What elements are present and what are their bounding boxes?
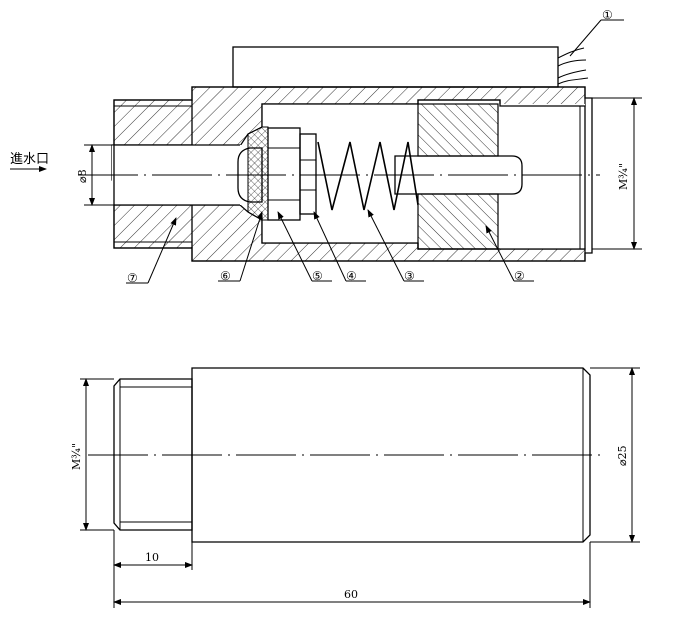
solenoid-coil bbox=[232, 46, 559, 88]
plunger-core bbox=[417, 103, 499, 157]
valve-head bbox=[237, 147, 263, 203]
thread-dim-right: M¾" bbox=[617, 163, 630, 190]
inlet-label: 進水口 bbox=[10, 152, 49, 167]
callout-1: ① bbox=[569, 8, 624, 57]
total-length-dim: 60 bbox=[344, 588, 358, 601]
seal-rubber bbox=[247, 126, 269, 221]
callout-5: ⑤ bbox=[277, 211, 332, 283]
bore-diameter-dim: ⌀8 bbox=[76, 169, 89, 183]
thread-dim-left: M¾" bbox=[70, 443, 83, 470]
plunger-stem bbox=[394, 155, 523, 195]
nut bbox=[299, 133, 317, 215]
elevation-view: M¾" ⌀25 10 60 bbox=[70, 367, 640, 608]
svg-text:⑦: ⑦ bbox=[127, 271, 138, 285]
svg-text:④: ④ bbox=[346, 269, 357, 283]
callout-6: ⑥ bbox=[218, 211, 263, 283]
svg-text:⑤: ⑤ bbox=[312, 269, 323, 283]
lead-wires bbox=[557, 47, 589, 85]
threaded-end bbox=[113, 378, 193, 531]
callout-7: ⑦ bbox=[126, 217, 177, 285]
spring bbox=[317, 141, 419, 211]
thread-length-dim: 10 bbox=[145, 551, 159, 564]
diameter-dim: ⌀25 bbox=[616, 445, 629, 466]
callout-3: ③ bbox=[367, 209, 424, 283]
callout-4: ④ bbox=[313, 211, 366, 283]
section-view: ⌀8 進水口 M¾" ① ② ③ ④ bbox=[10, 8, 642, 285]
svg-text:②: ② bbox=[514, 269, 525, 283]
svg-text:⑥: ⑥ bbox=[220, 269, 231, 283]
svg-text:①: ① bbox=[602, 8, 613, 22]
svg-text:③: ③ bbox=[404, 269, 415, 283]
callout-2: ② bbox=[485, 225, 534, 283]
